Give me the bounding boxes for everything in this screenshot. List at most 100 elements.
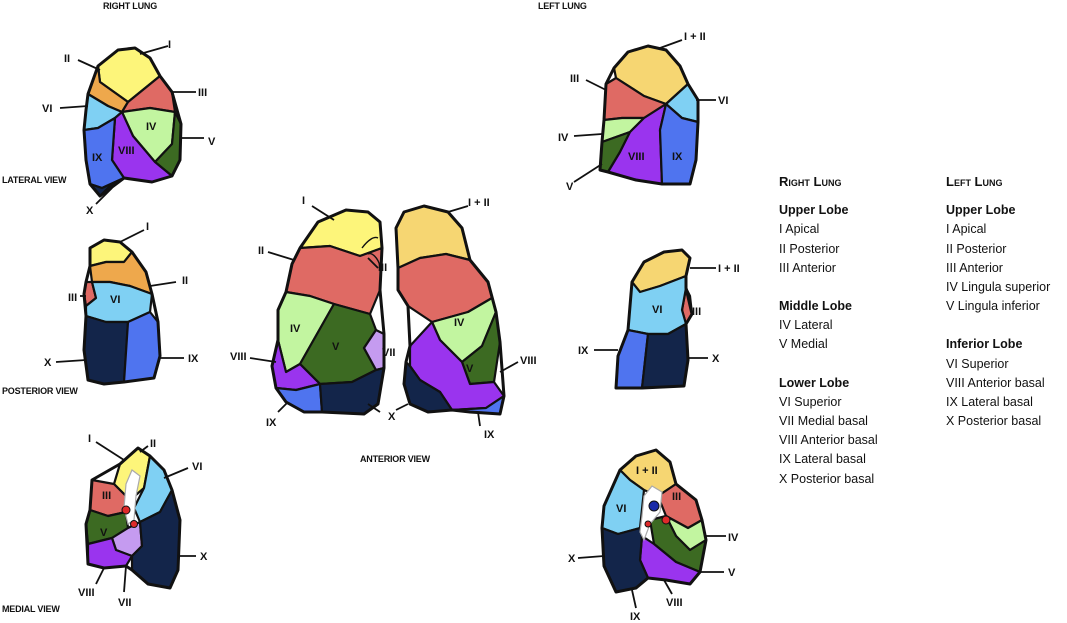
label-VIII: VIII [520,355,537,367]
label-IV: IV [558,132,569,144]
label-IV: IV [454,317,465,329]
lateral-view-label: LATERAL VIEW [2,175,67,185]
leader-lines [55,39,726,609]
legend-right-lower-lobe: Lower Lobe [779,375,850,390]
legend-item: I Apical [779,222,820,237]
legend-item: II Posterior [779,241,840,256]
label-I: I [88,433,91,445]
legend-right-middle-lobe: Middle Lobe [779,299,852,314]
label-II: II [150,438,156,450]
label-X: X [712,353,720,365]
left-lung-title: LEFT LUNG [538,1,587,11]
label-X: X [200,551,208,563]
label-VIII: VIII [118,145,135,157]
label-VII: VII [382,347,395,359]
label-III: III [672,491,681,503]
label-III: III [692,306,701,318]
label-IX: IX [92,152,103,164]
label-X: X [44,357,52,369]
legend-item: V Medial [779,337,828,352]
legend-item: I Apical [946,222,987,237]
label-I-II: I + II [684,31,706,43]
label-X: X [86,205,94,217]
anterior-view-left-lung [394,204,506,416]
right-medial-view [84,446,182,590]
label-VI: VI [652,304,662,316]
left-medial-view [600,448,708,594]
label-IX: IX [266,417,277,429]
legend-item: VI Superior [946,356,1009,371]
label-VII: VII [118,597,131,609]
legend-item: IV Lingula superior [946,280,1051,295]
label-II: II [182,275,188,287]
left-posterior-view [614,248,694,390]
label-III: III [198,87,207,99]
label-II: II [258,245,264,257]
label-V: V [208,136,216,148]
label-IX: IX [630,611,641,623]
legend-left-inferior-lobe: Inferior Lobe [946,337,1023,352]
label-IX: IX [188,353,199,365]
label-III: III [378,262,387,274]
label-VIII: VIII [628,151,645,163]
legend-item: IV Lateral [779,318,833,333]
legend-right-upper-lobe: Upper Lobe [779,203,849,218]
label-IV: IV [290,323,301,335]
label-III: III [68,292,77,304]
right-posterior-view [82,238,162,386]
legend-left-lung: Left Lung Upper Lobe I Apical II Posteri… [946,172,1066,431]
legend-item: VI Superior [779,394,842,409]
legend-item: VII Medial basal [779,414,868,429]
label-I: I [302,195,305,207]
label-V: V [728,567,736,579]
legend-item: X Posterior basal [946,414,1042,429]
legend-right-lung: Right Lung Upper Lobe I Apical II Poster… [779,172,929,489]
label-VI: VI [616,503,626,515]
legend-item: IX Lateral basal [779,452,866,467]
label-X: X [388,411,396,423]
label-I: I [168,39,171,51]
label-V: V [466,363,474,375]
anterior-view-label: ANTERIOR VIEW [360,454,431,464]
label-VIII: VIII [666,597,683,609]
label-VI: VI [718,95,728,107]
right-lateral-view [82,46,183,198]
label-III: III [102,490,111,502]
seg-X-left-posterior [640,322,690,390]
label-I-II: I + II [636,465,658,477]
label-IX: IX [484,429,495,441]
label-I: I [146,221,149,233]
label-X: X [568,553,576,565]
label-V: V [332,341,340,353]
legend-item: VIII Anterior basal [779,433,878,448]
posterior-view-label: POSTERIOR VIEW [2,386,78,396]
label-V: V [100,527,108,539]
label-IV: IV [146,121,157,133]
legend-item: III Anterior [946,260,1003,275]
legend-left-header: Left Lung [946,174,1003,189]
legend-item: III Anterior [779,260,836,275]
legend-item: IX Lateral basal [946,395,1033,410]
label-IV: IV [728,532,739,544]
legend-item: VIII Anterior basal [946,375,1045,390]
left-lateral-view [598,44,700,186]
legend-left-upper-lobe: Upper Lobe [946,203,1016,218]
segment-labels: I II III VI IV V IX VIII X LATERAL VIEW … [2,31,740,623]
label-II: II [64,53,70,65]
label-I-II: I + II [718,263,740,275]
label-VI: VI [192,461,202,473]
legend-right-header: Right Lung [779,174,842,189]
label-IX: IX [672,151,683,163]
label-VI: VI [42,103,52,115]
label-V: V [566,181,574,193]
legend-item: X Posterior basal [779,471,875,486]
legend-item: V Lingula inferior [946,299,1040,314]
anterior-view-right-lung [270,208,386,416]
label-VI: VI [110,294,120,306]
right-lung-title: RIGHT LUNG [103,1,157,11]
seg-X-right-posterior [82,314,130,386]
label-VIII: VIII [78,587,95,599]
medial-view-label: MEDIAL VIEW [2,604,60,614]
label-III: III [570,73,579,85]
